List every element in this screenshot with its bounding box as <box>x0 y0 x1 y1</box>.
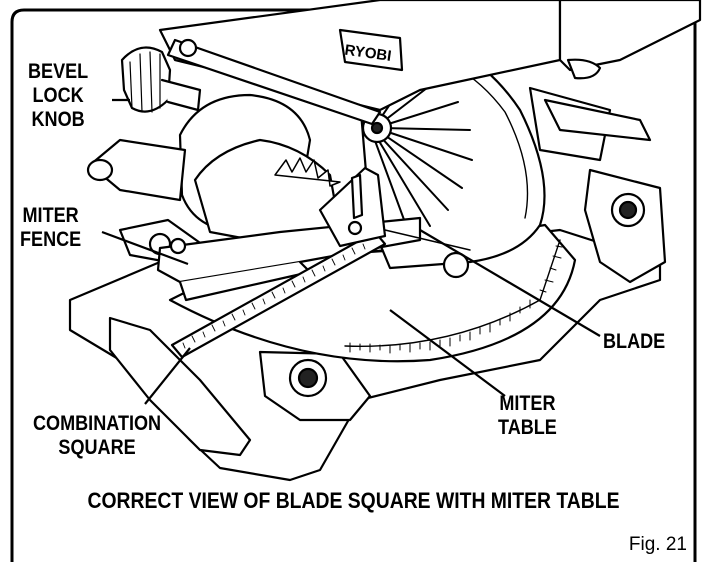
label-blade: BLADE <box>603 330 665 354</box>
miter-scale <box>344 239 561 347</box>
saw-handle <box>558 0 702 72</box>
leader-miter-fence <box>101 230 189 266</box>
label-miter-fence: MITER FENCE <box>20 204 81 252</box>
arm-link <box>166 38 382 126</box>
label-line: KNOB <box>31 108 85 131</box>
label-line: FENCE <box>20 228 82 251</box>
base-foot-left <box>108 316 252 457</box>
miter-scale-ticks <box>349 245 563 354</box>
leader-blade <box>419 229 601 337</box>
saw-blade-teeth <box>274 157 341 187</box>
label-bevel-lock-knob: BEVEL LOCK KNOB <box>28 60 88 132</box>
figure-caption: CORRECT VIEW OF BLADE SQUARE WITH MITER … <box>87 488 620 513</box>
figure-number: Fig. 21 <box>628 534 687 555</box>
label-miter-table: MITER TABLE <box>498 392 557 440</box>
label-line: COMBINATION <box>33 412 162 435</box>
label-line: MITER <box>22 204 79 227</box>
label-line: LOCK <box>32 84 84 107</box>
ruler-ticks <box>182 243 366 349</box>
label-line: TABLE <box>498 416 557 439</box>
leader-miter-table <box>389 309 506 397</box>
clamp-knob <box>442 251 470 279</box>
support-rail-right <box>543 98 652 142</box>
support-rail-left <box>88 138 187 202</box>
label-line: BLADE <box>603 330 666 353</box>
label-line: SQUARE <box>58 436 136 459</box>
brand-logo: RYOBI <box>344 42 393 65</box>
label-line: MITER <box>499 392 556 415</box>
label-line: BEVEL <box>28 60 89 83</box>
leader-combination-square <box>144 347 191 405</box>
brand-plate <box>338 28 404 72</box>
label-combination-square: COMBINATION SQUARE <box>33 412 161 460</box>
